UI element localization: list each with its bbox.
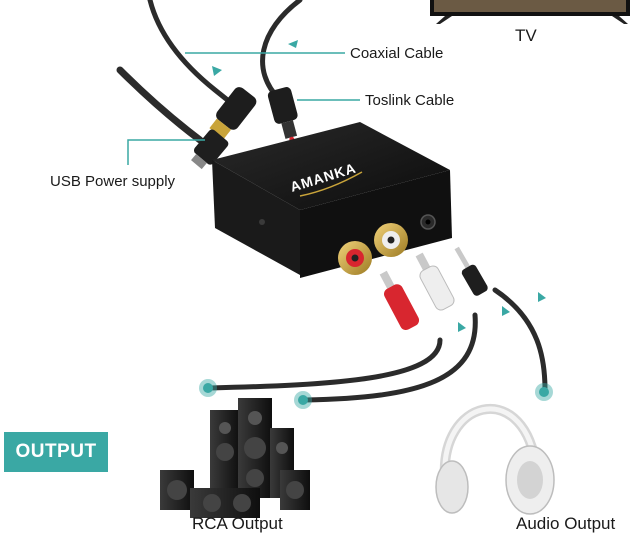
tv-illustration xyxy=(430,0,630,24)
rca-cable-red xyxy=(207,337,443,391)
usb-cable xyxy=(116,66,204,144)
converter-box xyxy=(212,122,452,278)
usb-power-label: USB Power supply xyxy=(50,173,176,190)
audio-output-label: Audio Output xyxy=(516,514,616,533)
output-badge: OUTPUT xyxy=(4,432,108,472)
cable-end-dots xyxy=(199,379,553,409)
coaxial-connector xyxy=(209,87,257,140)
headphones xyxy=(435,403,555,515)
coaxial-cable xyxy=(147,0,243,113)
flow-arrows xyxy=(212,40,546,332)
toslink-cable xyxy=(260,0,303,103)
rca-plug-red xyxy=(379,270,420,331)
toslink-cable-label: Toslink Cable xyxy=(365,92,455,109)
rca-plug-white xyxy=(415,252,455,311)
usb-connector xyxy=(191,129,229,170)
rca-cable-white xyxy=(302,312,478,403)
toslink-connector xyxy=(267,87,298,142)
brand-swoosh xyxy=(299,171,363,197)
aux-cable xyxy=(492,287,548,393)
speaker-system xyxy=(160,398,310,518)
aux-plug xyxy=(454,246,488,296)
coaxial-cable-label: Coaxial Cable xyxy=(350,45,444,62)
rca-output-label: RCA Output xyxy=(192,514,283,533)
tv-label: TV xyxy=(515,26,537,45)
label-pointers xyxy=(127,52,360,165)
